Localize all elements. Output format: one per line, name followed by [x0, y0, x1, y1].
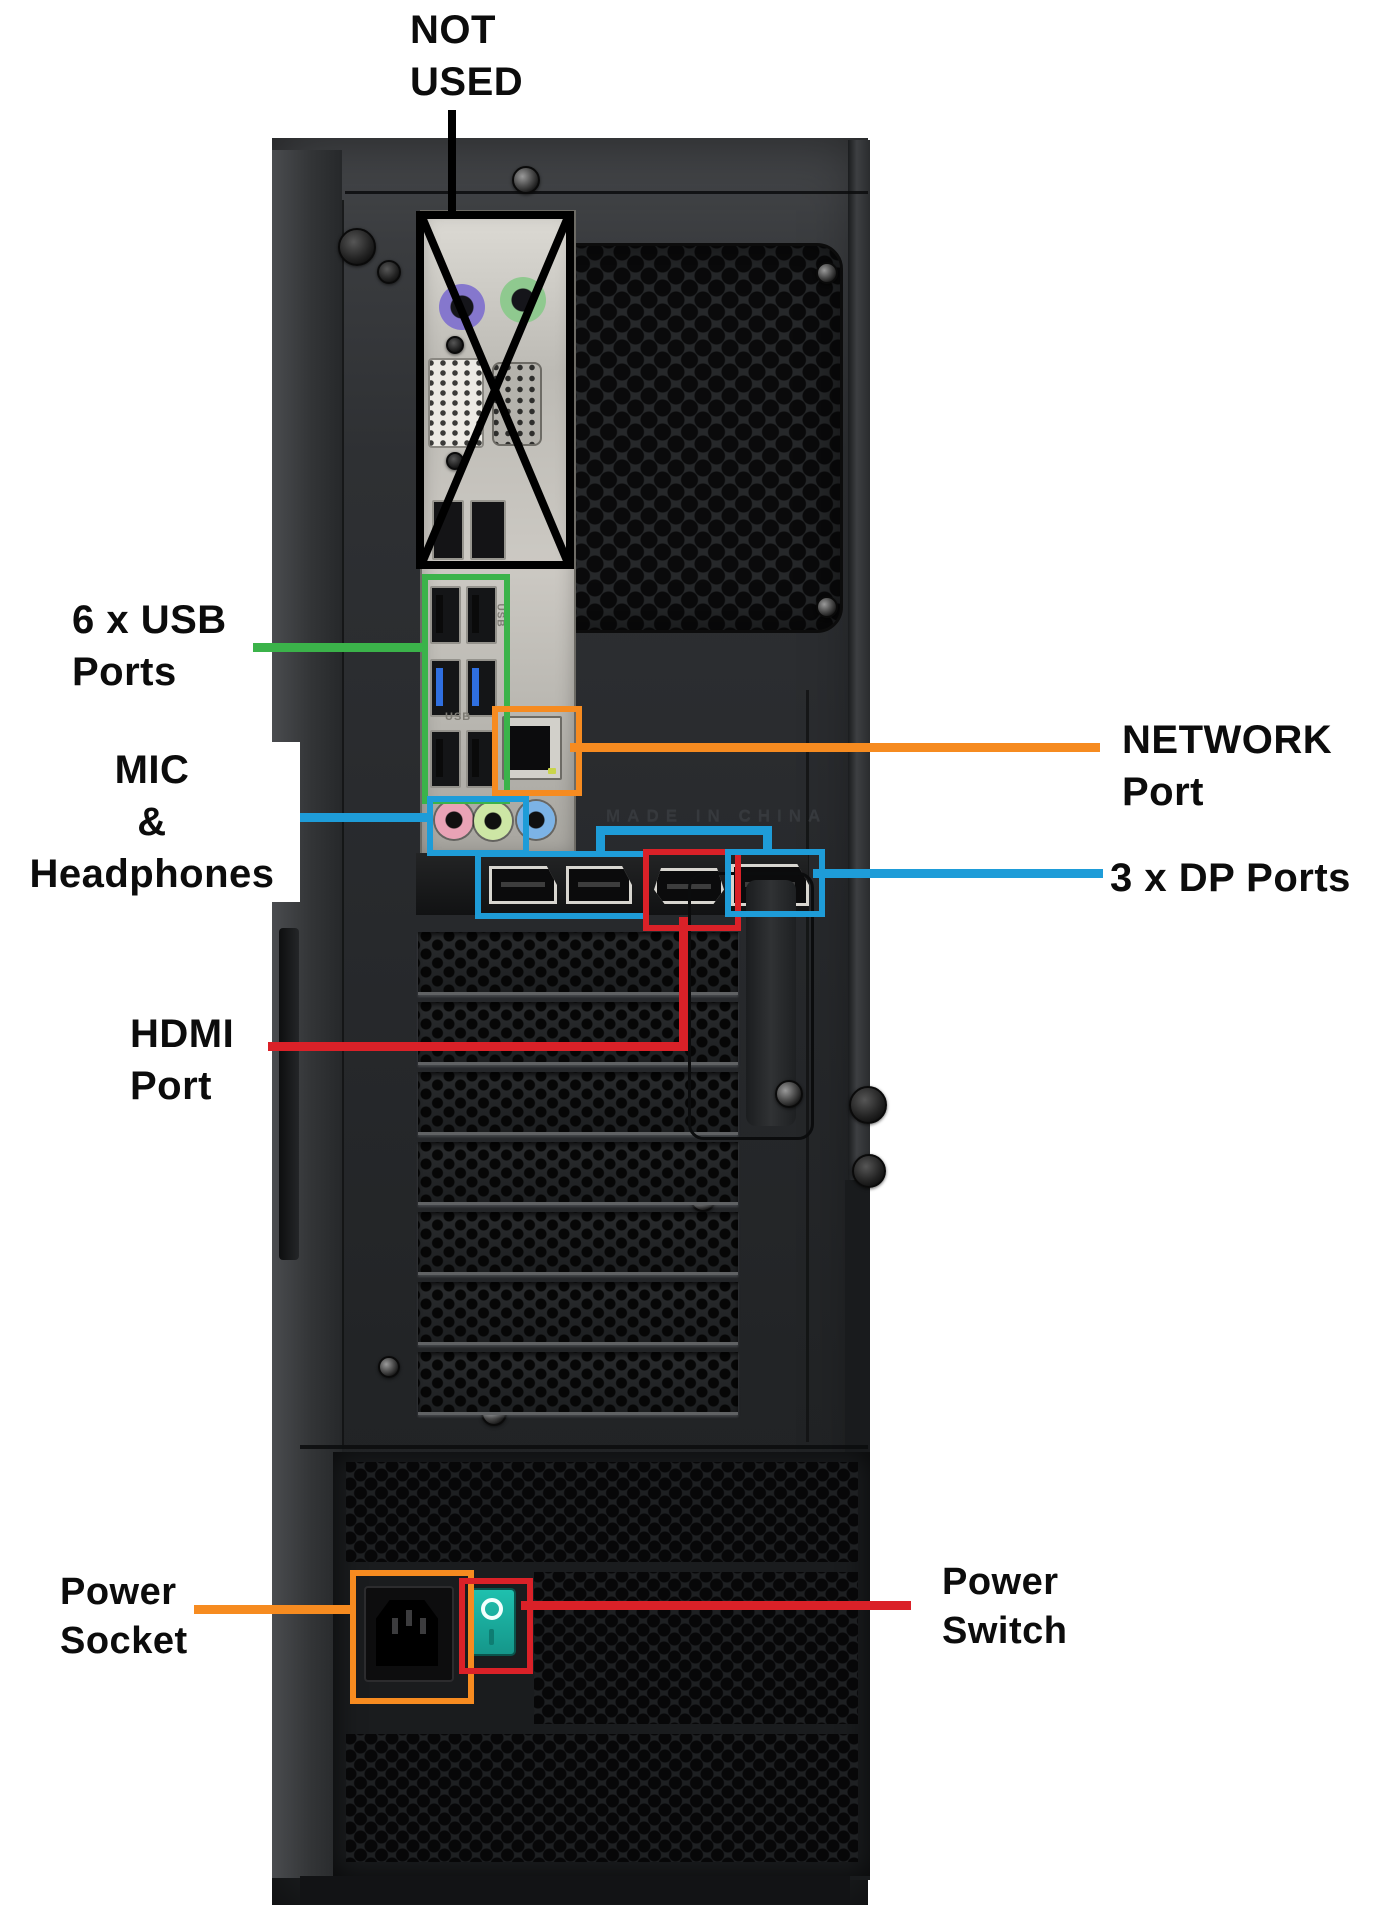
dp-single-annotation-box: [725, 849, 825, 917]
dp-bracket-left-drop: [596, 833, 605, 853]
side-panel-thumbscrew-icon: [852, 1154, 886, 1188]
power-switch-callout-line: [521, 1601, 911, 1610]
hdmi-callout-line: [268, 1042, 688, 1051]
case-bottom-rail: [300, 1876, 850, 1904]
psu-vent: [534, 1572, 858, 1724]
usb2-port: [466, 586, 497, 644]
usb2-port: [466, 730, 497, 788]
slot-latch-outline: [688, 872, 814, 1140]
usb-callout-line: [253, 643, 424, 652]
not-used-cross-annotation: [416, 211, 574, 569]
network-port-annotation-box: [492, 706, 582, 796]
fan-screw-icon: [816, 262, 838, 284]
dp-bracket-right-drop: [763, 833, 772, 851]
switch-off-symbol: [481, 1598, 503, 1620]
dp-pair-annotation-box: [475, 851, 649, 919]
case-stamped-line: [806, 690, 809, 1442]
dp-callout-line: [813, 869, 1103, 878]
hdmi-annotation-box: [643, 849, 741, 931]
power-socket-annotation-box: [350, 1570, 474, 1704]
power-switch-annotation-box: [459, 1578, 533, 1674]
screw-icon: [775, 1080, 803, 1108]
case-stamped-vent: [279, 928, 299, 1260]
pci-slot-cover: [418, 1282, 738, 1345]
pci-slot-cover: [418, 1212, 738, 1275]
usb3-port: [466, 659, 497, 717]
psu-divider-groove: [300, 1445, 868, 1449]
label-hdmi-port: HDMI Port: [124, 1006, 241, 1114]
screw-icon: [512, 166, 540, 194]
case-top-groove: [345, 191, 868, 194]
screw-icon: [378, 1356, 400, 1378]
hdmi-callout-vertical: [679, 917, 688, 1047]
dvi-port: [428, 358, 484, 448]
usb2-port: [430, 586, 461, 644]
power-socket-callout-line: [192, 1605, 352, 1614]
usb2-port: [430, 730, 461, 788]
not-used-callout-line: [448, 94, 456, 214]
label-power-switch: Power Switch: [936, 1556, 1074, 1659]
pci-slot-cover: [418, 1072, 738, 1135]
mic-jack: [435, 801, 473, 839]
headphone-jack: [474, 802, 512, 840]
mic-callout-line: [262, 813, 429, 822]
label-not-used: NOT USED: [404, 2, 530, 110]
screw-icon: [377, 260, 401, 284]
case-left-seam: [342, 200, 344, 1445]
label-usb-ports: 6 x USB Ports: [66, 592, 233, 700]
audio-jacks-annotation-box: [427, 796, 529, 856]
network-callout-line: [570, 743, 1100, 752]
switch-on-symbol: [489, 1629, 494, 1645]
usb-marking: USB: [445, 711, 472, 723]
fan-screw-icon: [816, 596, 838, 618]
made-in-china-stamp: MADE IN CHINA: [606, 806, 828, 825]
label-power-socket: Power Socket: [54, 1566, 194, 1669]
case-bottom-vent: [346, 1734, 858, 1862]
dp-bracket-horizontal: [596, 826, 772, 835]
ethernet-port: [502, 716, 562, 780]
side-panel-thumbscrew-icon: [849, 1086, 887, 1124]
power-inlet-socket: [364, 1586, 454, 1682]
displayport-1: [489, 866, 557, 904]
case-side-panel-edge: [848, 140, 870, 1182]
label-mic-headphones: MIC & Headphones: [4, 742, 300, 902]
label-network-port: NETWORK Port: [1116, 712, 1339, 820]
psu-vent: [346, 1462, 858, 1562]
onboard-hdmi-port: [470, 500, 506, 560]
usb3-port: [430, 659, 461, 717]
label-dp-ports: 3 x DP Ports: [1104, 850, 1357, 906]
pci-slot-cover: [418, 1142, 738, 1205]
pci-slot-cover: [418, 1352, 738, 1415]
dvi-screw-icon: [446, 336, 464, 354]
thumbscrew-icon: [338, 228, 376, 266]
displayport-2: [566, 866, 632, 904]
